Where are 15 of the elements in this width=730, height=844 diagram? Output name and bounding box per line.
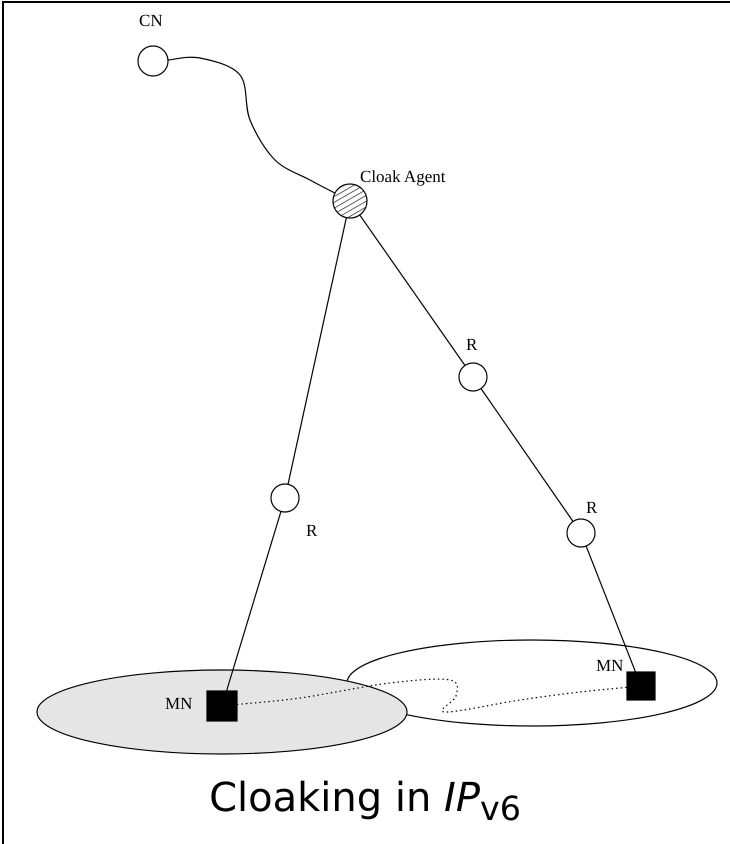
- node-label: Cloak Agent: [360, 168, 446, 185]
- caption: Cloaking in IP$_{v6}$: [208, 776, 522, 828]
- node-label: R: [466, 336, 478, 353]
- connector-line: [226, 511, 282, 692]
- connector-line: [359, 214, 466, 366]
- node-label: MN: [165, 695, 192, 712]
- connector-line: [480, 388, 574, 522]
- node-label: R: [586, 499, 598, 516]
- connector-line: [287, 217, 347, 484]
- connector-line: [236, 678, 628, 713]
- node-label: MN: [596, 657, 624, 674]
- connector-line: [168, 56, 336, 194]
- node-label: R: [306, 522, 318, 539]
- node-label: CN: [139, 12, 163, 29]
- connector-line: [586, 546, 636, 672]
